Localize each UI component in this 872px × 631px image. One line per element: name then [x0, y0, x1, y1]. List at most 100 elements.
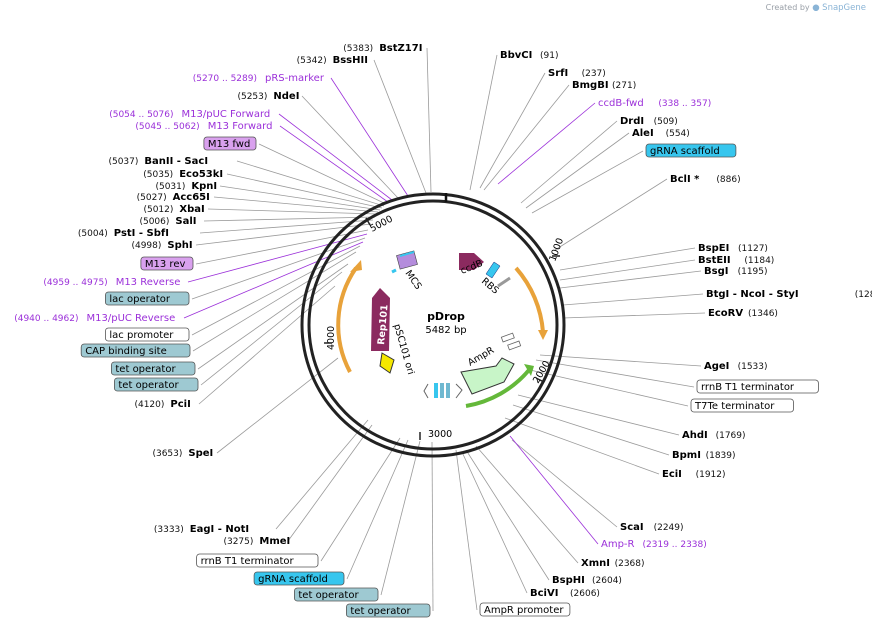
site-name: KpnI	[191, 181, 217, 192]
primer-label[interactable]: M13/pUC Reverse(4940 .. 4962)	[14, 313, 175, 324]
site-label[interactable]: BsgI(1195)	[704, 266, 768, 277]
site-name: BanII - SacI	[144, 156, 208, 167]
site-name: AgeI	[704, 361, 729, 372]
feature-label[interactable]: gRNA scaffold	[645, 143, 737, 158]
site-label[interactable]: BstEII(1184)	[698, 255, 774, 266]
site-position: (4120)	[134, 400, 164, 410]
feature-name: gRNA scaffold	[650, 146, 720, 157]
feature-label[interactable]: lac operator	[105, 291, 190, 306]
leader-line	[531, 150, 644, 214]
site-label[interactable]: BbvCI(91)	[500, 50, 558, 61]
psc101-ori-feature[interactable]	[379, 352, 395, 374]
feature-label[interactable]: lac promoter	[105, 327, 190, 342]
feature-label[interactable]: gRNA scaffold	[253, 571, 345, 586]
site-label[interactable]: ScaI(2249)	[620, 522, 684, 533]
feature-label[interactable]: AmpR promoter	[479, 602, 571, 617]
primer-label[interactable]: M13 Reverse(4959 .. 4975)	[43, 277, 180, 288]
tick-mark	[365, 217, 371, 226]
site-label[interactable]: XbaI(5012)	[143, 204, 204, 215]
site-label[interactable]: BclI *(886)	[670, 174, 741, 185]
site-label[interactable]: EagI - NotI(3333)	[154, 524, 249, 535]
site-label[interactable]: SrfI(237)	[548, 68, 606, 79]
leader-line	[195, 223, 372, 246]
primer-label[interactable]: M13/pUC Forward(5054 .. 5076)	[109, 109, 270, 120]
leader-line	[191, 245, 361, 336]
site-label[interactable]: EcoRV(1346)	[708, 308, 778, 319]
feature-box	[293, 587, 379, 602]
feature-box	[105, 291, 190, 306]
leader-line	[479, 72, 546, 189]
site-label[interactable]: BmgBI(271)	[572, 80, 636, 91]
site-name: BmgBI	[572, 80, 609, 91]
site-name: EciI	[662, 469, 682, 480]
leader-line	[330, 77, 409, 197]
site-label[interactable]: AgeI(1533)	[704, 361, 768, 372]
site-label[interactable]: DrdI(509)	[620, 116, 678, 127]
site-position: (5037)	[108, 157, 138, 167]
feature-label[interactable]: tet operator	[293, 587, 379, 602]
site-label[interactable]: BciVI(2606)	[530, 588, 600, 599]
reverse-arrow-green-head	[524, 364, 534, 376]
site-label[interactable]: BpmI(1839)	[672, 450, 736, 461]
psc101-label: pSC101 ori	[391, 323, 416, 376]
site-label[interactable]: NdeI(5253)	[237, 91, 299, 102]
site-label[interactable]: Acc65I(5027)	[137, 192, 210, 203]
site-label[interactable]: MmeI(3275)	[223, 536, 290, 547]
leader-line	[258, 143, 387, 205]
site-label[interactable]: SalI(5006)	[139, 216, 196, 227]
site-label[interactable]: AhdI(1769)	[682, 430, 746, 441]
site-position: (1127)	[738, 244, 768, 254]
site-label[interactable]: SphI(4998)	[131, 240, 192, 251]
site-label[interactable]: BtgI - NcoI - StyI(1285)	[706, 289, 872, 300]
leader-line	[198, 285, 336, 405]
site-label[interactable]: SpeI(3653)	[152, 448, 213, 459]
feature-label[interactable]: tet operator	[111, 361, 196, 376]
site-position: (5342)	[297, 56, 327, 66]
leader-line	[200, 271, 343, 386]
site-position: (1184)	[744, 256, 774, 266]
leader-line	[535, 359, 695, 388]
leader-line	[183, 241, 364, 319]
site-name: Eco53kI	[179, 169, 223, 180]
site-label[interactable]: PstI - SbfI(5004)	[78, 228, 169, 239]
leader-line	[562, 293, 704, 306]
site-label[interactable]: BspEI(1127)	[698, 243, 768, 254]
site-label[interactable]: BstZ17I(5383)	[343, 43, 422, 54]
primer-label[interactable]: ccdB-fwd(338 .. 357)	[598, 98, 711, 109]
lac-operator-mark	[391, 268, 397, 274]
site-label[interactable]: AleI(554)	[632, 128, 690, 139]
feature-box	[105, 327, 190, 342]
feature-label[interactable]: rrnB T1 terminator	[696, 379, 819, 394]
feature-label[interactable]: tet operator	[345, 603, 431, 618]
ampr-feature[interactable]	[460, 357, 515, 395]
feature-label[interactable]: tet operator	[114, 377, 199, 392]
site-position: (509)	[654, 117, 678, 127]
leader-line	[426, 47, 432, 193]
feature-label[interactable]: M13 fwd	[203, 136, 257, 151]
feature-label[interactable]: CAP binding site	[80, 343, 191, 358]
ccdb-feature[interactable]	[459, 253, 484, 270]
feature-label[interactable]: rrnB T1 terminator	[196, 553, 319, 568]
site-label[interactable]: BanII - SacI (5037)	[108, 156, 208, 167]
rbs-feature[interactable]	[485, 261, 501, 279]
site-label[interactable]: BssHII(5342)	[297, 55, 368, 66]
feature-label[interactable]: T7Te terminator	[690, 398, 794, 413]
site-label[interactable]: KpnI(5031)	[155, 181, 217, 192]
reverse-arrow-green	[465, 368, 531, 408]
leader-line	[461, 451, 528, 594]
site-label[interactable]: Eco53kI(5035)	[143, 169, 223, 180]
rep101-feature[interactable]	[371, 288, 390, 351]
feature-name: rrnB T1 terminator	[201, 556, 295, 567]
primer-label[interactable]: pRS-marker(5270 .. 5289)	[193, 73, 325, 84]
feature-box	[114, 377, 199, 392]
primer-label[interactable]: Amp-R(2319 .. 2338)	[601, 539, 707, 550]
primer-label[interactable]: M13 Forward(5045 .. 5062)	[135, 121, 272, 132]
site-label[interactable]: XmnI(2368)	[581, 558, 645, 569]
site-label[interactable]: PciI(4120)	[134, 399, 190, 410]
credit-brand: SnapGene	[822, 3, 866, 13]
feature-label[interactable]: M13 rev	[140, 256, 194, 271]
site-name: ScaI	[620, 522, 644, 533]
site-label[interactable]: EciI(1912)	[662, 469, 726, 480]
site-label[interactable]: BspHI(2604)	[552, 575, 622, 586]
